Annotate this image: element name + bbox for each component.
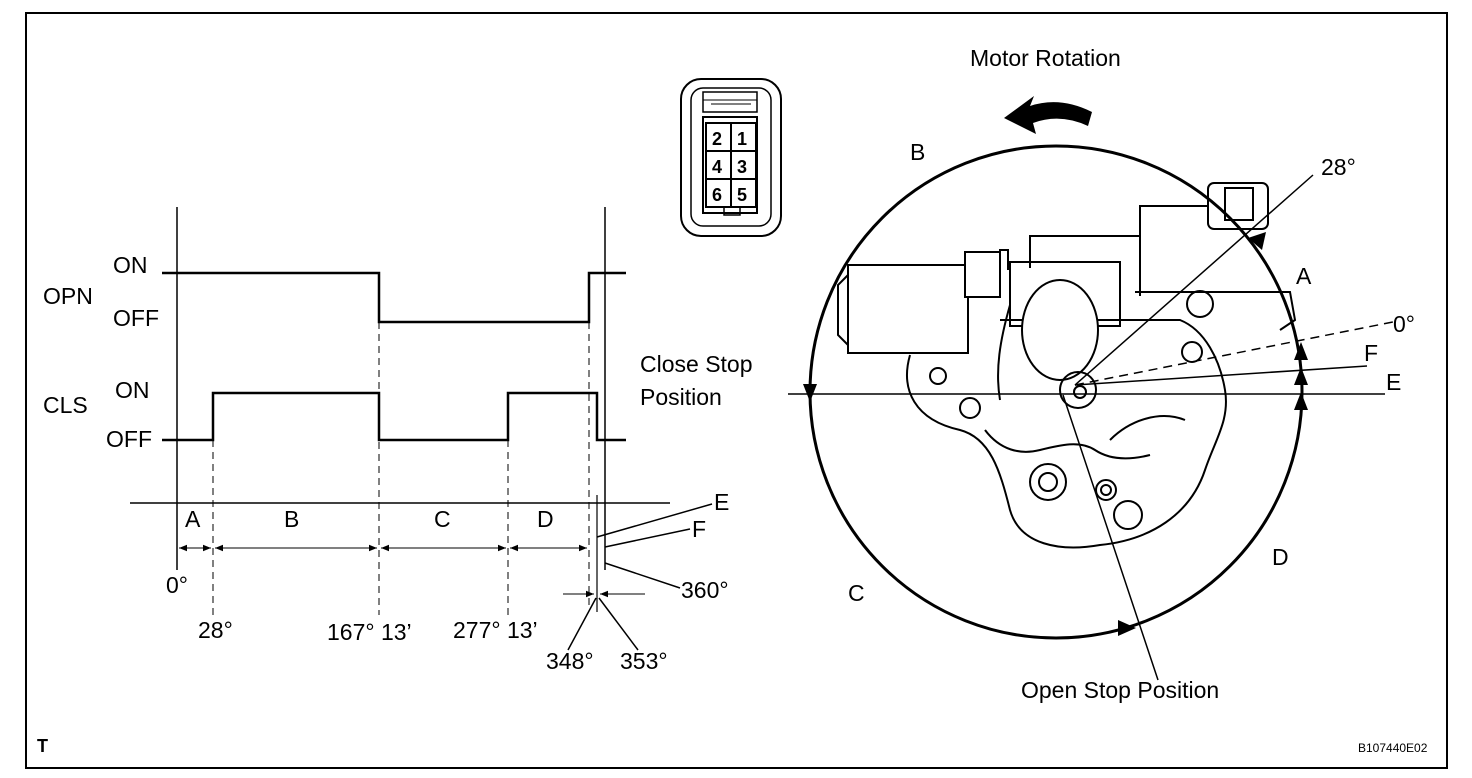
angle-348-label: 348° <box>546 648 594 674</box>
angle-0-ray <box>1074 321 1394 386</box>
open-stop-line <box>1062 394 1159 681</box>
pin-6: 6 <box>712 185 722 205</box>
arrowhead-f <box>1294 367 1308 385</box>
timing-chart: ON OPN OFF ON CLS OFF A B C D E F 0° 28°… <box>43 207 729 674</box>
footer-left-mark: T <box>37 736 48 756</box>
motor-rotation-label: Motor Rotation <box>970 45 1121 71</box>
rotation-diagram: Motor Rotation 28° 0° B A F E C D Close … <box>640 45 1415 703</box>
angle-353-label: 353° <box>620 648 668 674</box>
close-stop-label-line1: Close Stop <box>640 351 753 377</box>
edge-e-label: E <box>714 489 729 515</box>
cls-on-label: ON <box>115 377 150 403</box>
leader-348 <box>567 597 597 651</box>
opn-waveform <box>162 271 626 324</box>
leader-f <box>604 528 691 548</box>
opn-name-label: OPN <box>43 283 93 309</box>
close-stop-label-line2: Position <box>640 384 722 410</box>
angle-167-label: 167° 13’ <box>327 619 412 645</box>
zone-f-circle-label: F <box>1364 340 1378 366</box>
zone-a-label: A <box>185 506 201 532</box>
angle-28-label: 28° <box>198 617 233 643</box>
leader-353 <box>598 597 639 651</box>
zone-c-circle-label: C <box>848 580 865 606</box>
cls-name-label: CLS <box>43 392 88 418</box>
zone-a-circle-label: A <box>1296 263 1312 289</box>
zone-b-circle-label: B <box>910 139 925 165</box>
open-stop-label: Open Stop Position <box>1021 677 1219 703</box>
zone-d-label: D <box>537 506 554 532</box>
latch-mechanism-drawing <box>837 182 1297 549</box>
zone-e-circle-label: E <box>1386 369 1401 395</box>
opn-on-label: ON <box>113 252 148 278</box>
pin-2: 2 <box>712 129 722 149</box>
pin-4: 4 <box>712 157 722 177</box>
edge-f-label: F <box>692 516 706 542</box>
arrowhead-close <box>803 384 817 402</box>
f-ray <box>1074 365 1368 386</box>
figure-code: B107440E02 <box>1358 741 1428 755</box>
motor-rotation-arrow-icon <box>1004 96 1092 134</box>
zone-b-label: B <box>284 506 299 532</box>
zone-d-circle-label: D <box>1272 544 1289 570</box>
pin-5: 5 <box>737 185 747 205</box>
connector-diagram: 2 1 4 3 6 5 <box>680 78 782 237</box>
angle-0-label: 0° <box>166 572 188 598</box>
opn-off-label: OFF <box>113 305 159 331</box>
arrowhead-28 <box>1248 232 1266 250</box>
arrowhead-bottom <box>1118 620 1136 636</box>
pin-3: 3 <box>737 157 747 177</box>
leader-360 <box>604 562 681 589</box>
angle-0-label-circle: 0° <box>1393 311 1415 337</box>
leader-e <box>596 503 713 538</box>
zone-c-label: C <box>434 506 451 532</box>
angle-28-ray <box>1074 174 1314 386</box>
cls-waveform <box>162 391 626 442</box>
arrowhead-0 <box>1294 342 1308 360</box>
pin-1: 1 <box>737 129 747 149</box>
angle-28-label-circle: 28° <box>1321 154 1356 180</box>
outer-border <box>25 12 1448 769</box>
cls-off-label: OFF <box>106 426 152 452</box>
angle-360-label: 360° <box>681 577 729 603</box>
arrowhead-e <box>1294 392 1308 410</box>
angle-277-label: 277° 13’ <box>453 617 538 643</box>
